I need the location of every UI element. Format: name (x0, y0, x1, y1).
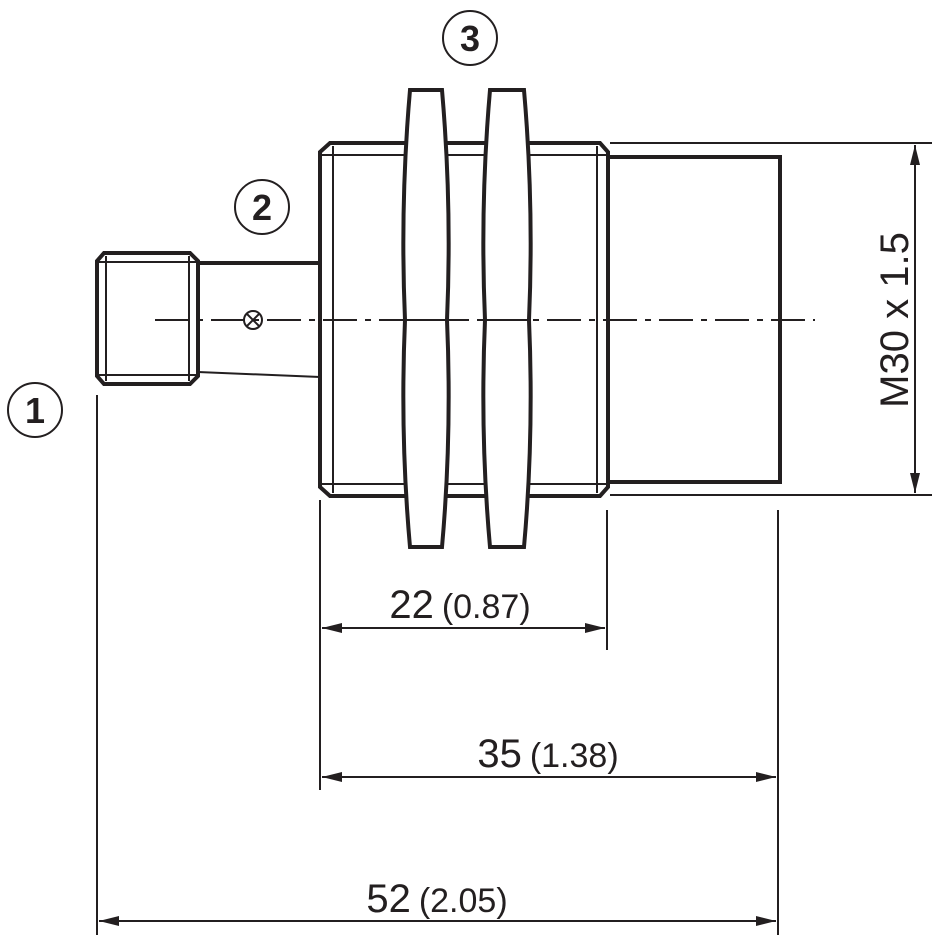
svg-text:3: 3 (460, 18, 480, 59)
mounting-nuts (401, 88, 533, 549)
thread-label: M30 x 1.5 (873, 232, 917, 408)
callout-1: 1 (7, 382, 63, 438)
svg-text:1: 1 (25, 390, 45, 431)
dimension-35-label: 35(1.38) (477, 732, 618, 776)
callout-3: 3 (442, 10, 498, 66)
extension-lines (96, 142, 932, 935)
threaded-body (318, 141, 610, 498)
svg-text:2: 2 (252, 187, 272, 228)
connector-plug (95, 251, 200, 386)
dimension-22-label: 22(0.87) (389, 583, 530, 627)
callout-2: 2 (234, 179, 290, 235)
dimension-52-label: 52(2.05) (366, 877, 507, 921)
